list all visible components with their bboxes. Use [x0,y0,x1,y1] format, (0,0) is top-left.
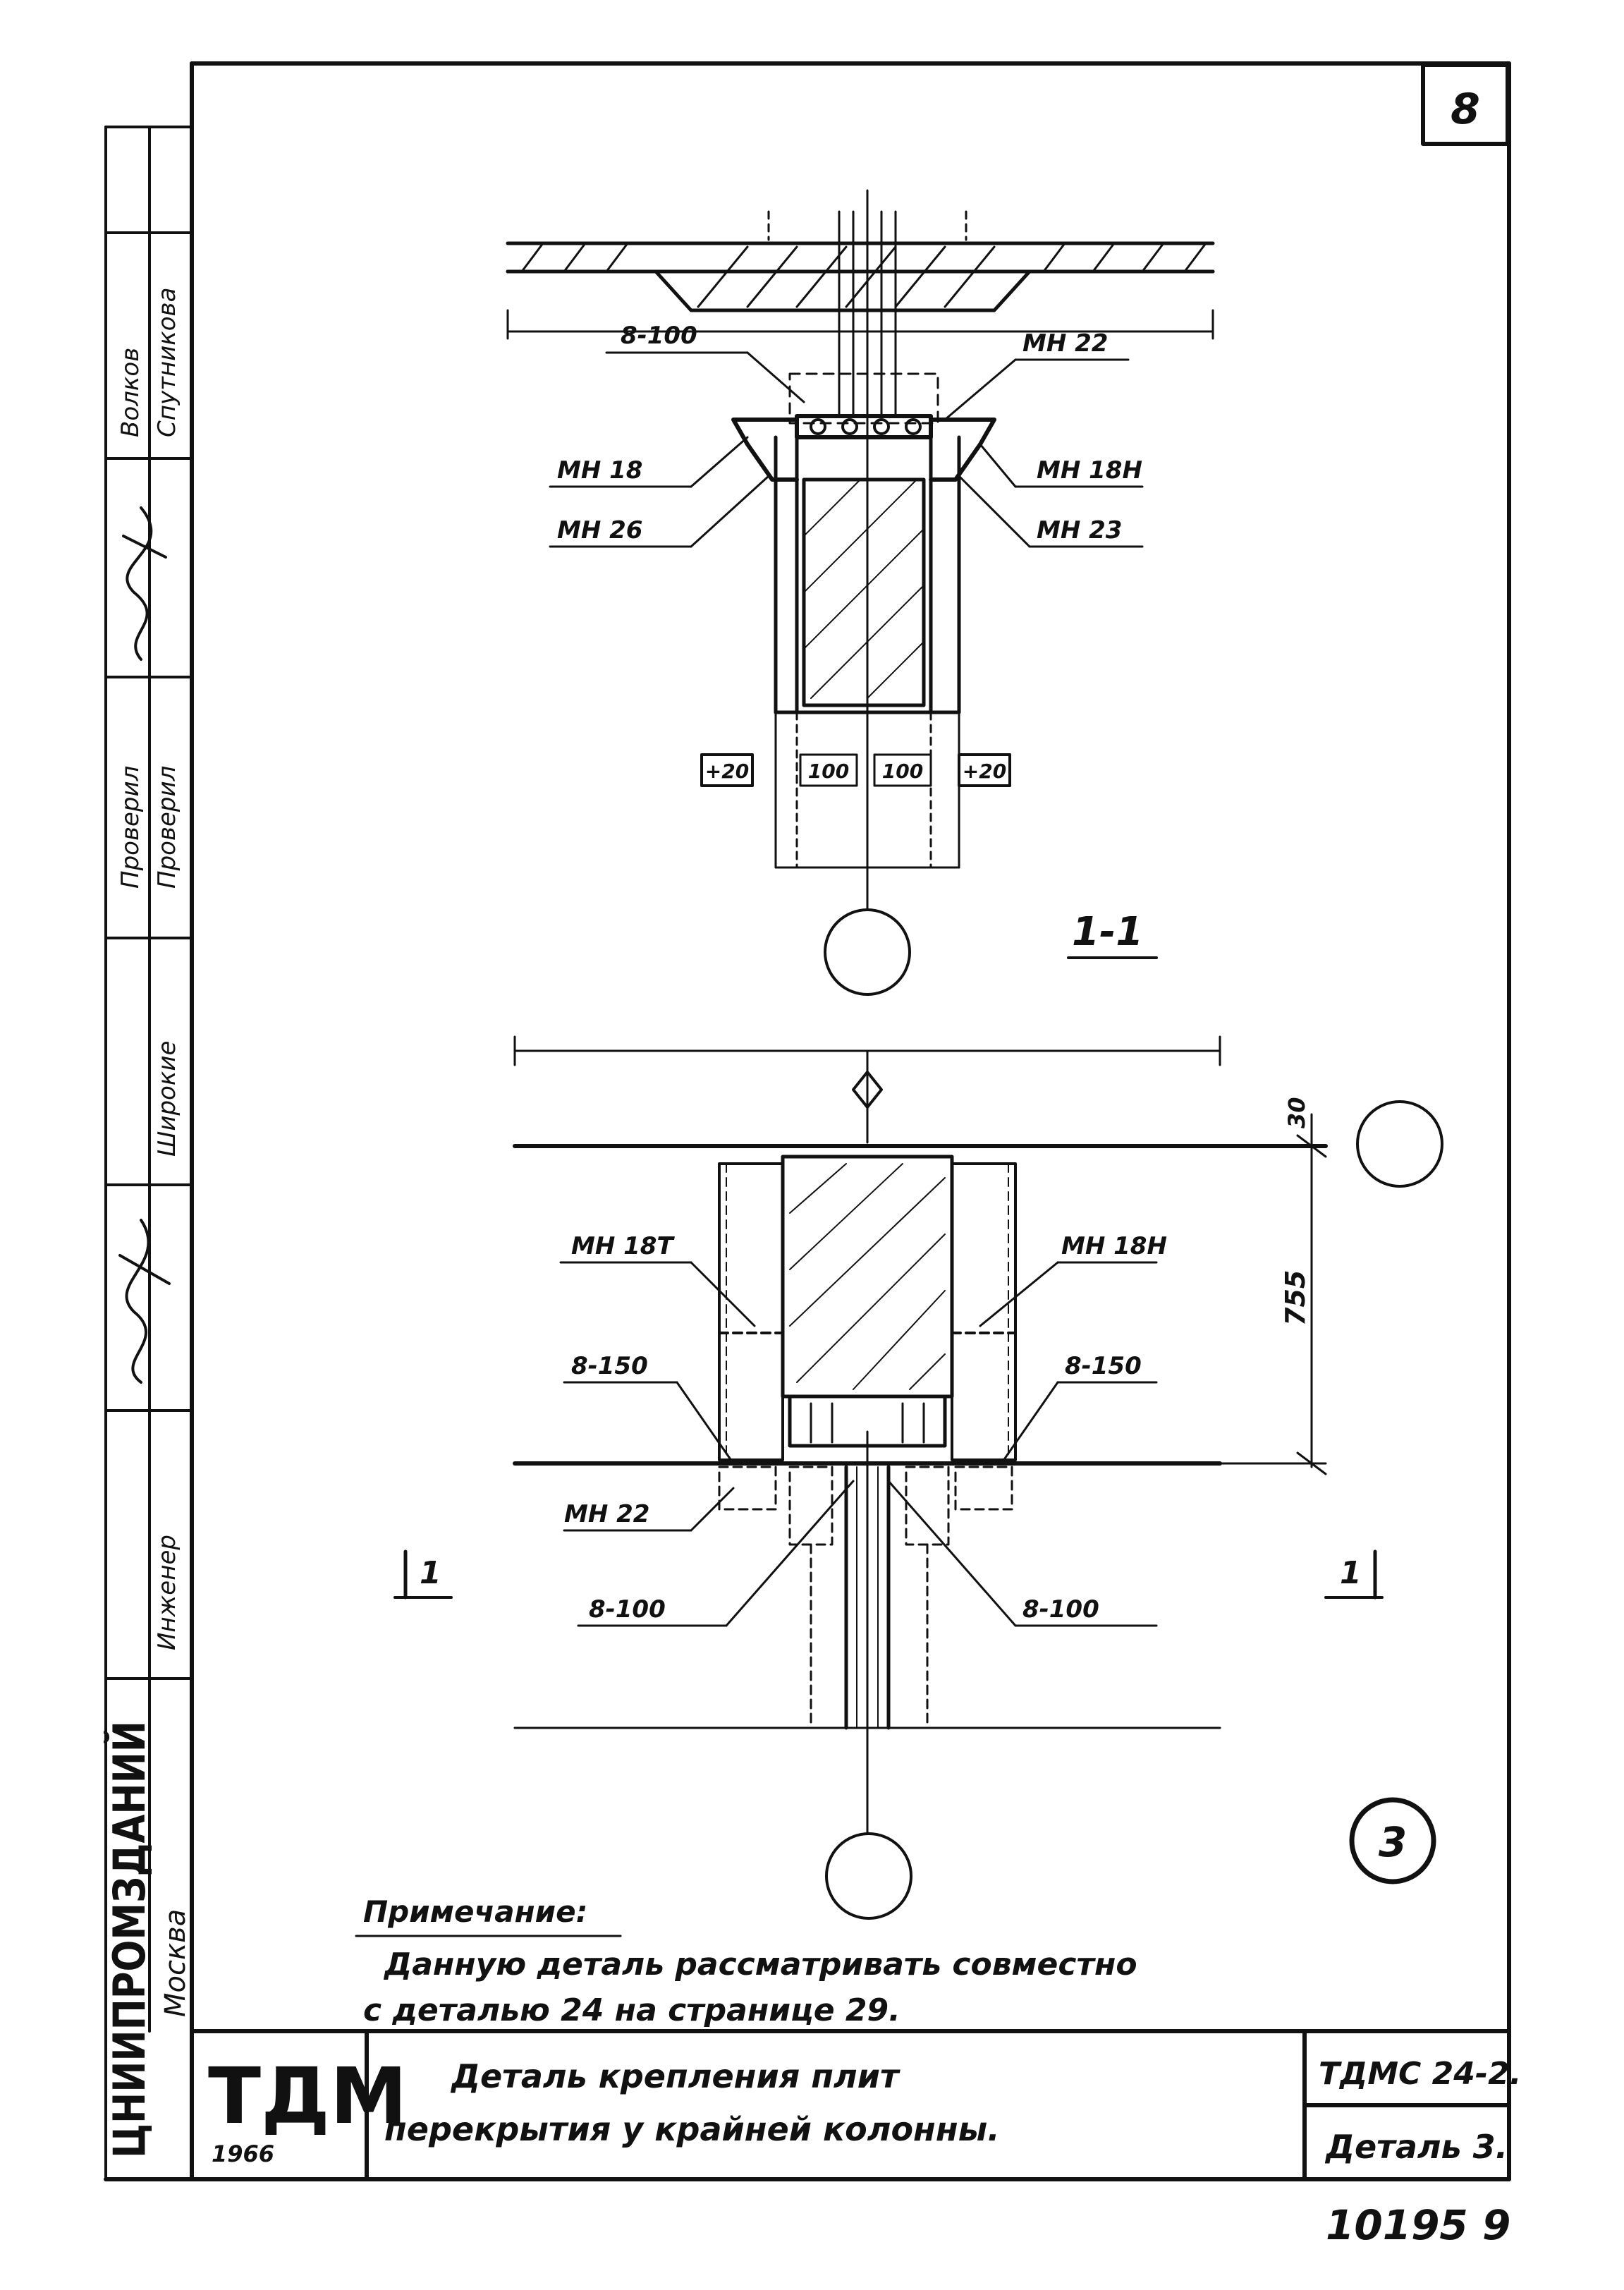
title-block: ТДМ 1966 Деталь крепления плит перекрыти… [190,2029,1521,2181]
cut-right-label: 1 [1340,1555,1362,1591]
sheet-frame [104,61,1511,2181]
section-cut-right: 1 [1324,1549,1384,1600]
bottom-view: 30 755 [513,1035,1443,1920]
side-strip-role-2: Проверил [153,766,181,889]
label-mn22-bottom: MH 22 [564,1500,649,1528]
dim-right-width: 100 [882,760,923,783]
column-hatch [803,479,924,699]
note-title: Примечание: [363,1894,587,1929]
org-city: Москва [159,1909,192,2017]
label-rebar-8-100-top: 8-100 [621,322,697,350]
page-number: 8 [1451,85,1480,134]
label-8-100-left: 8-100 [589,1595,666,1624]
dim-left-offset: +20 [705,760,749,783]
org-name: ЦНИИПРОМЗДАНИЙ [104,1721,155,2158]
dim-right-offset: +20 [963,760,1006,783]
signature-2 [118,1219,171,1384]
section-cut-left: 1 [393,1549,453,1600]
note: Примечание: Данную деталь рассматривать … [355,1894,1137,2028]
note-line-2: с деталью 24 на странице 29. [363,1992,900,2028]
dim-left-width: 100 [808,760,849,783]
detail-circle-label: 3 [1379,1818,1407,1866]
cut-left-label: 1 [420,1555,441,1591]
side-strip: Инженер Проверил Проверил Широкие Волков… [104,126,193,2181]
label-mn18n: MH 18Н [1061,1232,1167,1260]
side-strip-name-3: Спутникова [153,288,181,437]
title-line-1: Деталь крепления плит [450,2057,900,2095]
title-code: ТДМС 24-2. [1319,2056,1521,2092]
label-8-100-right: 8-100 [1022,1595,1099,1624]
dim-height-755: 755 [1280,1270,1311,1326]
axis-bubble-right [1356,1100,1443,1188]
title-line-2: перекрытия у крайней колонны. [384,2110,1000,2148]
axis-bubble-bottom [825,1832,912,1920]
axis-bubble-top [824,908,911,996]
top-dims: +20 100 100 +20 [700,753,1011,787]
dim-top-30: 30 [1283,1097,1310,1128]
label-8-150-right: 8-150 [1065,1352,1142,1380]
section-title: 1-1 [1072,909,1143,955]
side-strip-role-1: Инженер [153,1535,181,1650]
side-strip-name-2: Волков [116,348,145,437]
title-year: 1966 [212,2140,274,2167]
slab-hatch [520,242,1207,308]
label-mn18-left: MH 18 [557,456,642,485]
label-mn23: MH 23 [1037,516,1122,544]
title-detail: Деталь 3. [1324,2128,1508,2166]
footer-number: 10195 9 [1326,2201,1510,2249]
label-mn22-top: MH 22 [1022,329,1108,358]
column-hatch-bottom [789,1163,946,1390]
top-view: +20 100 100 +20 8-100 MH 22 MH 18 MH 26 … [506,189,1215,996]
side-strip-role-3: Проверил [116,766,145,889]
label-mn18n-right: MH 18Н [1037,456,1142,485]
page-number-box: 8 [1421,63,1510,146]
note-line-1: Данную деталь рассматривать совместно [383,1947,1137,1983]
detail-circle [1349,1797,1436,1884]
signature-1 [122,506,167,661]
side-strip-name-1: Широкие [153,1041,181,1157]
label-mn18t: MH 18Т [571,1232,675,1260]
title-logo: ТДМ [208,2051,407,2141]
label-8-150-left: 8-150 [571,1352,648,1380]
label-mn26: MH 26 [557,516,642,544]
